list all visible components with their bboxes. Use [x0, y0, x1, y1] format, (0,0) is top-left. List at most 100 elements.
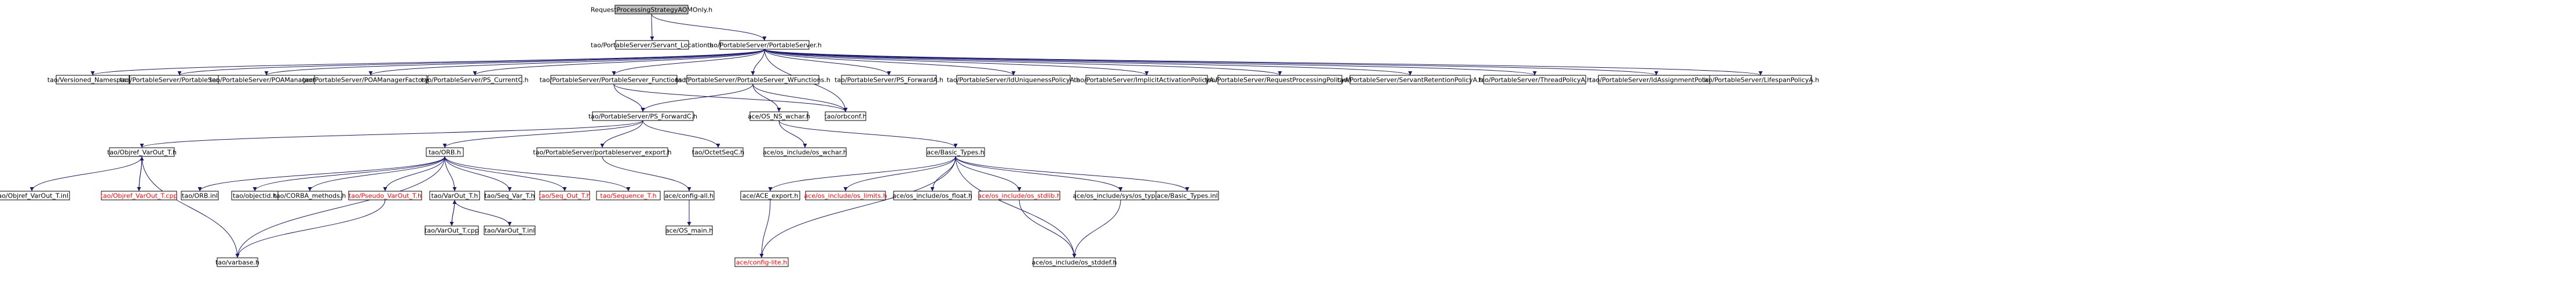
edge-orb-to-sequence [444, 156, 631, 192]
edge-portableserver-to-ps_wfunctions [751, 49, 765, 76]
node-versioned-namespace[interactable]: tao/Versioned_Namespace.h [47, 75, 138, 85]
node-os-float[interactable]: ace/os_include/os_float.h [892, 191, 972, 200]
node-poamanagerfactoryc[interactable]: tao/PortableServer/POAManagerFactoryC.h [302, 75, 439, 85]
edge-portableserver-to-ps_functions [612, 49, 765, 76]
node-os-include-wchar[interactable]: ace/os_include/os_wchar.h [763, 147, 847, 157]
edge-basic_types-to-config_lite [759, 156, 956, 258]
node-os-stddef[interactable]: ace/os_include/os_stddef.h [1031, 257, 1117, 267]
node-label: tao/Sequence_T.h [600, 192, 656, 200]
node-box [0, 191, 70, 200]
edge-root-to-portableserver [651, 13, 767, 41]
node-varbase[interactable]: tao/varbase.h [215, 257, 259, 267]
edge-ps_forwardc-to-orb [442, 120, 643, 148]
edge-ps_wfunctions-to-ps_forwardc [641, 83, 753, 112]
node-portableserverc[interactable]: tao/PortableServer/PortableServerC.h [120, 75, 239, 85]
node-box [109, 147, 175, 157]
edge-portableserver-to-poamanagerc [264, 49, 765, 76]
node-os-ns-wchar[interactable]: ace/OS_NS_wchar.h [748, 111, 810, 121]
edge-ps_functions-to-ps_forwardc [613, 83, 645, 112]
node-orb-inl[interactable]: tao/ORB.inl [181, 191, 219, 200]
node-basic-types[interactable]: ace/Basic_Types.h [926, 147, 985, 157]
node-box [1217, 75, 1342, 85]
node-servantretention[interactable]: tao/PortableServer/ServantRetentionPolic… [1337, 75, 1483, 85]
node-ps-functions[interactable]: tao/PortableServer/PortableServer_Functi… [540, 75, 689, 85]
node-config-lite[interactable]: ace/config-lite.h [734, 257, 789, 267]
edge-os_ns_wchar-to-os_include_wchar [778, 120, 807, 148]
node-sequence[interactable]: tao/Sequence_T.h [596, 191, 661, 200]
edge-ps_forwardc-to-portableserver_export [600, 120, 643, 148]
node-label: tao/OctetSeqC.h [692, 149, 744, 156]
node-label: tao/PortableServer/PortableServerC.h [120, 76, 239, 84]
node-box [615, 40, 689, 50]
node-ps-forwarda[interactable]: tao/PortableServer/PS_ForwardA.h [835, 75, 943, 85]
edge-portableserver-to-iduniqueness [764, 49, 1016, 76]
edge-os_stdlib-to-os_stddef [1019, 199, 1077, 258]
node-label: tao/PortableServer/PS_CurrentC.h [421, 76, 528, 84]
edge-portableserver-to-servantretention [764, 49, 1413, 76]
edge-varout_cpp-to-varout [451, 199, 457, 227]
node-threadpolicy[interactable]: tao/PortableServer/ThreadPolicyA.h [1479, 75, 1591, 85]
node-orbconf[interactable]: tao/orbconf.h [824, 111, 867, 121]
edge-portableserver-to-ps_currentc [473, 49, 765, 76]
node-os-stdlib[interactable]: ace/os_include/os_stdlib.h [978, 191, 1061, 200]
node-label: tao/Objref_VarOut_T.h [107, 149, 177, 156]
node-label: tao/PortableServer/ThreadPolicyA.h [1479, 76, 1591, 84]
node-config-all[interactable]: ace/config-all.h [664, 191, 715, 200]
node-objref-varout-inl[interactable]: tao/Objref_VarOut_T.inl [0, 191, 70, 200]
node-portableserver-export[interactable]: tao/PortableServer/portableserver_export… [533, 147, 672, 157]
node-corba-methods[interactable]: tao/CORBA_methods.h [274, 191, 346, 200]
node-varout-inl[interactable]: tao/VarOut_T.inl [484, 225, 536, 235]
edge-objref_varout_cpp-to-objref_varout [138, 156, 144, 192]
node-box [425, 225, 479, 235]
node-iduniqueness[interactable]: tao/PortableServer/IdUniquenessPolicyA.h [947, 75, 1080, 85]
node-servant-location[interactable]: tao/PortableServer/Servant_Location.h [591, 40, 713, 50]
node-ace-export[interactable]: ace/ACE_export.h [740, 191, 800, 200]
node-implicitactivation[interactable]: tao/PortableServer/ImplicitActivationPol… [1074, 75, 1220, 85]
node-objref-varout-cpp[interactable]: tao/Objref_VarOut_T.cpp [101, 191, 178, 200]
node-box [539, 191, 590, 200]
edge-orb-to-orb_inl [197, 156, 445, 192]
node-ps-forwardc[interactable]: tao/PortableServer/PS_ForwardC.h [588, 111, 697, 121]
node-box [484, 191, 535, 200]
node-label: tao/PortableServer/Servant_Location.h [591, 42, 713, 49]
edge-varout-to-varout_inl [454, 199, 512, 227]
node-label: tao/Objref_VarOut_T.inl [0, 192, 68, 200]
node-octetseqc[interactable]: tao/OctetSeqC.h [692, 147, 744, 157]
node-basic-types-inl[interactable]: ace/Basic_Types.inl [1155, 191, 1219, 200]
node-box [484, 225, 536, 235]
node-seq-out[interactable]: tao/Seq_Out_T.h [539, 191, 591, 200]
node-pseudo-varout[interactable]: tao/Pseudo_VarOut_T.h [348, 191, 422, 200]
node-poamanagerc[interactable]: tao/PortableServer/POAManagerC.h [210, 75, 323, 85]
node-ps-currentc[interactable]: tao/PortableServer/PS_CurrentC.h [421, 75, 529, 85]
node-lifespan[interactable]: tao/PortableServer/LifespanPolicyA.h [1702, 75, 1819, 85]
node-label: ace/os_include/os_float.h [892, 192, 972, 200]
node-box [665, 225, 713, 235]
node-os-limits[interactable]: ace/os_include/os_limits.h [804, 191, 887, 200]
node-box [1349, 75, 1471, 85]
node-box [1155, 191, 1219, 200]
node-ps-wfunctions[interactable]: tao/PortableServer/PortableServer_WFunct… [675, 75, 830, 85]
edge-portableserver-to-threadpolicy [764, 49, 1537, 76]
node-varout-cpp[interactable]: tao/VarOut_T.cpp [425, 225, 479, 235]
node-root[interactable]: RequestProcessingStrategyAOMOnly.h [591, 5, 712, 14]
node-seq-var[interactable]: tao/Seq_Var_T.h [484, 191, 535, 200]
node-label: tao/PortableServer/IdUniquenessPolicyA.h [947, 76, 1080, 84]
node-orb[interactable]: tao/ORB.h [426, 147, 464, 157]
node-objectid[interactable]: tao/objectid.h [231, 191, 279, 200]
node-os-main[interactable]: ace/OS_main.h [665, 225, 713, 235]
node-label: ace/os_include/sys/os_types.h [1073, 192, 1168, 200]
edge-ps_wfunctions-to-os_ns_wchar [752, 83, 781, 112]
node-box [429, 191, 480, 200]
edge-basic_types-to-os_limits [843, 156, 956, 192]
node-portableserver[interactable]: tao/PortableServer/PortableServer.h [707, 40, 822, 50]
node-requestprocessing[interactable]: tao/PortableServer/RequestProcessingPoli… [1205, 75, 1355, 85]
node-objref-varout[interactable]: tao/Objref_VarOut_T.h [107, 147, 177, 157]
node-label: ace/config-lite.h [736, 259, 788, 267]
node-os-types[interactable]: ace/os_include/sys/os_types.h [1073, 191, 1169, 200]
node-label: tao/PortableServer/PortableServer_Functi… [540, 76, 689, 84]
edge-portableserver-to-requestprocessing [764, 49, 1282, 76]
node-idassignment[interactable]: tao/PortableServer/IdAssignmentPolicyA.h [1589, 75, 1724, 85]
node-varout[interactable]: tao/VarOut_T.h [429, 191, 480, 200]
node-label: tao/ORB.inl [182, 192, 218, 200]
node-box [740, 191, 800, 200]
